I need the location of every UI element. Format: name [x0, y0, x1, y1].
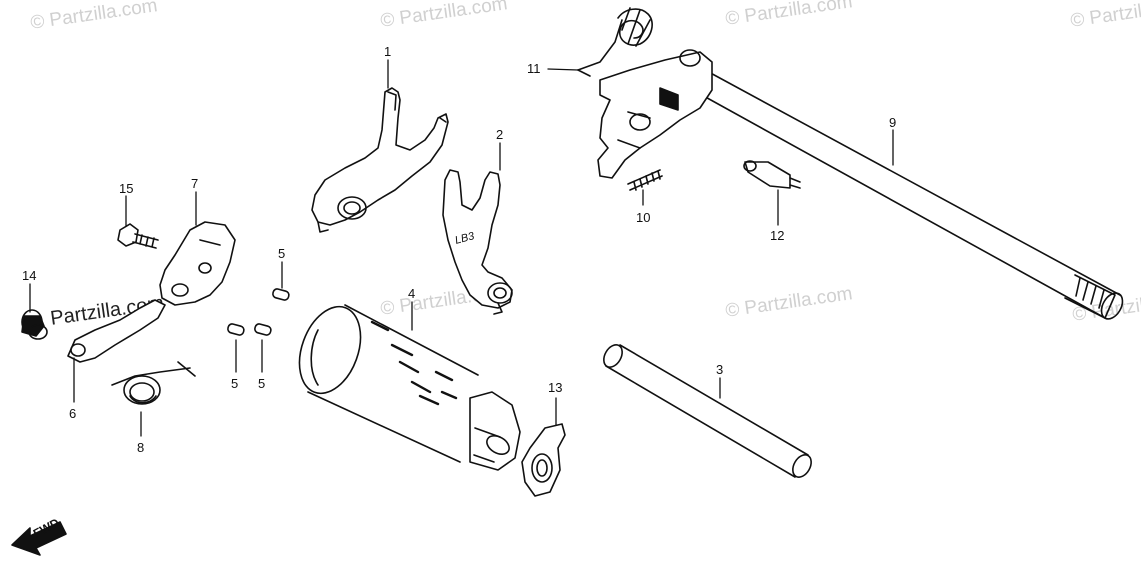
fwd-arrow-icon: [11, 521, 67, 556]
shift-fork-1: [311, 87, 449, 233]
shift-fork-2: [442, 169, 513, 315]
callout-5: 5: [278, 246, 285, 261]
callout-5: 5: [258, 376, 265, 391]
callout-7: 7: [191, 176, 198, 191]
callout-3: 3: [716, 362, 723, 377]
pin-5: [227, 288, 290, 336]
gearshift-drum-4: [298, 304, 521, 471]
bolt-14: [21, 309, 48, 340]
callout-4: 4: [408, 286, 415, 301]
callout-10: 10: [636, 210, 650, 225]
callout-8: 8: [137, 440, 144, 455]
callout-14: 14: [22, 268, 36, 283]
callout-9: 9: [889, 115, 896, 130]
fork-marking: LB3: [454, 230, 477, 247]
callout-2: 2: [496, 127, 503, 142]
drum-plate-13: [521, 423, 566, 497]
callout-15: 15: [119, 181, 133, 196]
bolt-15: [117, 223, 159, 249]
callout-12: 12: [770, 228, 784, 243]
return-spring-11: [577, 7, 653, 77]
callout-6: 6: [69, 406, 76, 421]
fork-shaft-3: [603, 344, 812, 478]
stopper-plate-7: [159, 221, 236, 306]
pin-12: [743, 160, 801, 189]
spring-8: [111, 361, 196, 405]
leader-lines: [29, 59, 894, 437]
callout-11: 11: [527, 61, 541, 76]
callout-1: 1: [384, 44, 391, 59]
stopper-arm-6: [67, 299, 166, 363]
gearshift-spindle-9: [597, 49, 1124, 320]
callout-5: 5: [231, 376, 238, 391]
spring-10: [627, 169, 663, 191]
callout-13: 13: [548, 380, 562, 395]
